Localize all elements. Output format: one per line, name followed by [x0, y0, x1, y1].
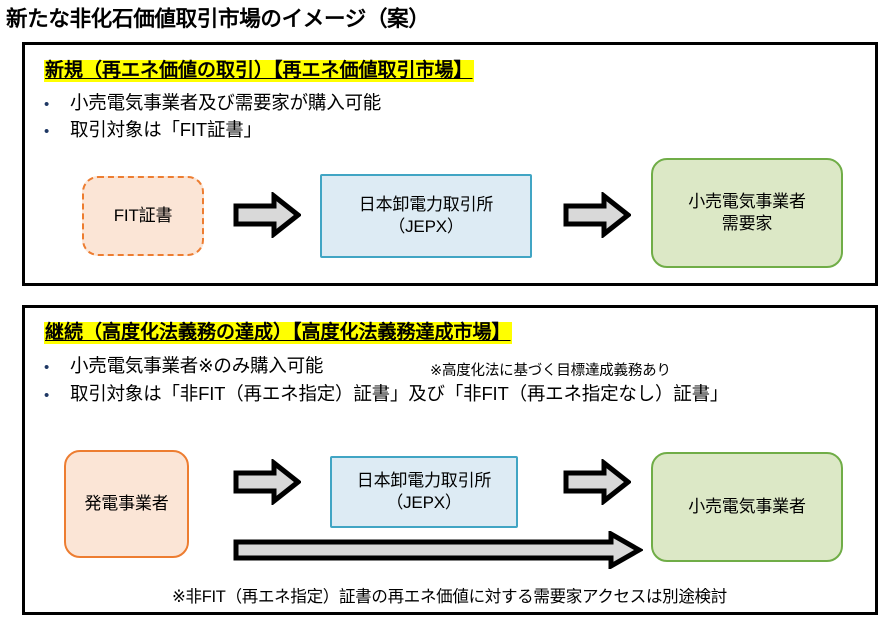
- bullet-text: 小売電気事業者※のみ購入可能: [70, 355, 324, 376]
- bullet-marker-icon: •: [44, 387, 50, 404]
- bullet-marker-icon: •: [44, 96, 50, 113]
- direct-flow-arrow-right-icon: [233, 531, 643, 569]
- node-retailer-consumer: 小売電気事業者 需要家: [651, 158, 843, 268]
- node-retailer: 小売電気事業者: [651, 452, 843, 562]
- bullet-item: • 小売電気事業者※のみ購入可能: [44, 355, 323, 377]
- flow-arrow-right-icon: [233, 459, 301, 505]
- bullet-marker-icon: •: [44, 123, 50, 140]
- node-power-generator: 発電事業者: [64, 450, 189, 558]
- bullet-item: • 小売電気事業者及び需要家が購入可能: [44, 92, 381, 114]
- flow-arrow-right-icon: [233, 192, 301, 238]
- section-heading-continue-market: 継続（高度化法義務の達成）【高度化法義務達成市場】: [44, 322, 512, 344]
- node-fit-certificate: FIT証書: [82, 176, 204, 256]
- bullet-text: 取引対象は「FIT証書」: [70, 119, 262, 140]
- bullet-text: 取引対象は「非FIT（再エネ指定）証書」及び「非FIT（再エネ指定なし）証書」: [70, 383, 729, 404]
- bullet-text: 小売電気事業者及び需要家が購入可能: [70, 92, 382, 113]
- bullet-item: • 取引対象は「非FIT（再エネ指定）証書」及び「非FIT（再エネ指定なし）証書…: [44, 383, 728, 405]
- side-note-obligation: ※高度化法に基づく目標達成義務あり: [430, 363, 671, 379]
- page-title: 新たな非化石価値取引市場のイメージ（案）: [6, 7, 430, 31]
- section-heading-new-market: 新規（再エネ価値の取引）【再エネ価値取引市場】: [44, 60, 474, 82]
- footnote-consumer-access: ※非FIT（再エネ指定）証書の再エネ価値に対する需要家アクセスは別途検討: [172, 588, 727, 606]
- bullet-item: • 取引対象は「FIT証書」: [44, 119, 262, 141]
- node-jepx-exchange: 日本卸電力取引所 （JEPX）: [320, 174, 532, 258]
- flow-arrow-right-icon: [563, 459, 631, 505]
- flow-arrow-right-icon: [563, 192, 631, 238]
- bullet-marker-icon: •: [44, 359, 50, 376]
- node-jepx-exchange: 日本卸電力取引所 （JEPX）: [330, 456, 518, 528]
